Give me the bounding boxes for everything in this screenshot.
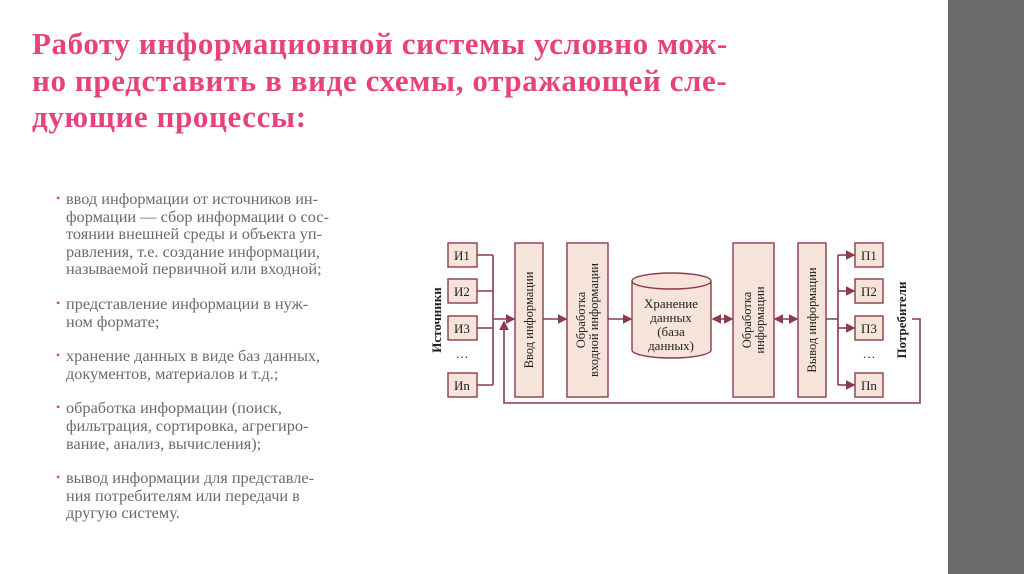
consumer-box	[854, 242, 884, 268]
processing-label: Обработка	[740, 291, 754, 348]
bullet-line: формации — сбор информации о сос-	[66, 206, 329, 226]
bullet-dot-icon: •	[56, 400, 61, 415]
consumer-box	[854, 278, 884, 304]
output-box-label: Вывод информации	[805, 267, 819, 372]
bullet-line: тоянии внешней среды и объекта уп-	[66, 224, 323, 244]
storage-label: (база	[657, 324, 685, 339]
title-line: дующие процессы:	[32, 99, 307, 134]
source-label: И3	[454, 321, 470, 336]
database-cylinder-icon	[631, 272, 712, 359]
consumer-label: П2	[861, 284, 877, 299]
bullet-line: другую систему.	[66, 503, 180, 523]
bullet-line: фильтрация, сортировка, агрегиро-	[66, 415, 309, 435]
source-box	[447, 242, 478, 268]
title-line: но представить в виде схемы, отражающей …	[32, 62, 728, 98]
bullet-line: представление информации в нуж-	[66, 293, 309, 313]
bullet-dot-icon: •	[56, 295, 61, 310]
consumer-label: П3	[861, 321, 877, 336]
storage-label: данных)	[648, 338, 694, 353]
consumer-box	[854, 372, 884, 398]
consumers-label: Потребители	[894, 281, 909, 358]
bullet-dot-icon: •	[56, 348, 61, 363]
input-box	[514, 242, 544, 398]
bullet-line: равления, т.е. создание информации,	[66, 241, 320, 261]
bullet-item: • представление информации в нуж-ном фор…	[56, 293, 418, 331]
output-box	[797, 242, 827, 398]
storage-label: Хранение	[644, 296, 698, 311]
source-box	[447, 278, 478, 304]
bullet-item: • обработка информации (поиск,фильтрация…	[56, 398, 418, 453]
source-box	[447, 372, 478, 398]
storage-label: данных	[650, 310, 692, 325]
bullet-line: хранение данных в виде баз данных,	[66, 346, 321, 366]
consumer-label: П1	[861, 248, 877, 263]
title-line: Работу информационной системы условно мо…	[32, 26, 728, 61]
bullet-line: ном формате;	[66, 311, 160, 331]
right-sidebar-bar	[948, 0, 1024, 574]
consumer-label: Пn	[861, 378, 877, 393]
source-label: Иn	[454, 378, 470, 393]
bullet-line: обработка информации (поиск,	[66, 398, 282, 418]
processing-label: информации	[753, 286, 767, 354]
consumer-box	[854, 315, 884, 341]
bullet-line: документов, материалов и т.д.;	[66, 363, 279, 383]
source-label: И1	[454, 248, 470, 263]
processing-box	[732, 242, 775, 398]
source-label: И2	[454, 284, 470, 299]
bullet-line: ния потребителям или передачи в	[66, 485, 300, 505]
consumer-label: …	[863, 346, 876, 361]
bullet-line: называемой первичной или входной;	[66, 259, 322, 279]
bullet-dot-icon: •	[56, 191, 61, 205]
bullet-item: • хранение данных в виде баз данных,доку…	[56, 346, 418, 383]
slide-title: Работу информационной системы условно мо…	[32, 26, 932, 136]
input-processing-box	[566, 242, 609, 398]
connector-lines	[477, 250, 921, 404]
bullet-line: вывод информации для представле-	[66, 468, 314, 488]
bullet-line: ввод информации от источников ин-	[66, 189, 319, 208]
sources-label: Источники	[429, 287, 444, 353]
bullet-list: • ввод информации от источников ин-форма…	[56, 189, 418, 539]
bullet-dot-icon: •	[56, 470, 61, 485]
source-label: …	[456, 346, 469, 361]
bullet-line: вание, анализ, вычисления);	[66, 433, 262, 453]
source-box	[447, 315, 478, 341]
bullet-item: • ввод информации от источников ин-форма…	[56, 189, 418, 279]
bullet-item: • вывод информации для представле-ния по…	[56, 468, 418, 523]
input-processing-label: входной информации	[587, 263, 601, 377]
input-box-label: Ввод информации	[522, 271, 536, 368]
input-processing-label: Обработка	[574, 291, 588, 348]
